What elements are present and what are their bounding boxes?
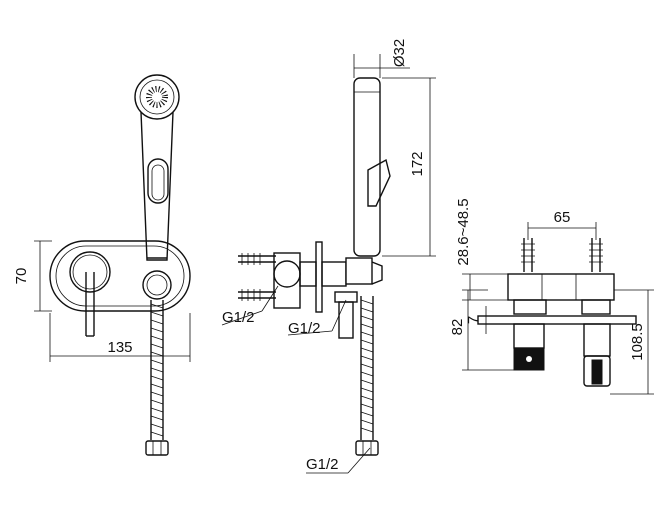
dim-wall-range: 28.6~48.5: [455, 198, 472, 265]
shower-holder: [142, 270, 172, 300]
hose-front: [145, 300, 169, 456]
mixer-knob: [69, 251, 111, 293]
dim-7: 7: [465, 316, 482, 324]
shower-trigger: [147, 158, 169, 204]
plan-view: 65 28.6~48.5 82 7 108.5: [449, 198, 654, 395]
shower-handle-side: [353, 77, 381, 257]
label-g12-c: G1/2: [306, 456, 339, 473]
dim-82: 82: [449, 319, 466, 336]
wall-anchors: [238, 253, 276, 301]
wall-plate: [49, 240, 191, 312]
label-g12-b: G1/2: [288, 320, 321, 337]
dim-diameter-32: Ø32: [391, 39, 408, 67]
label-g12-a: G1/2: [222, 309, 255, 326]
dim-65: 65: [554, 209, 571, 226]
front-view: 70 135: [13, 74, 191, 456]
plan-anchors: [521, 238, 603, 272]
plan-wall-plate: [477, 315, 637, 325]
dim-172: 172: [409, 151, 426, 176]
shower-head: [134, 74, 180, 120]
dim-135: 135: [107, 339, 132, 356]
hose-side: [355, 296, 379, 456]
wall-plate-side: [315, 241, 323, 313]
dim-70: 70: [13, 268, 30, 285]
dim-108-5: 108.5: [629, 323, 646, 361]
side-view: G1/2 G1/2 G1/2 Ø32 172: [221, 39, 436, 474]
